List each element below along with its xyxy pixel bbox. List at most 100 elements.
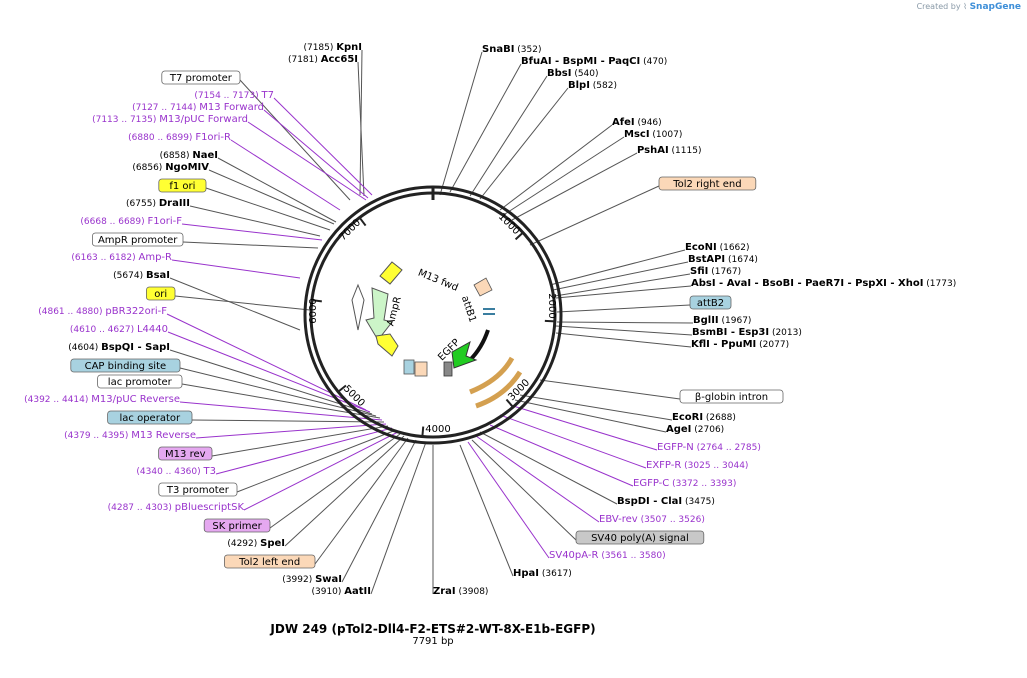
label-ngomiv[interactable]: (6856) NgoMIV <box>132 162 209 173</box>
label-text: EcoNI (1662) <box>685 242 750 253</box>
label-blpi[interactable]: BlpI (582) <box>568 80 617 91</box>
label-lac-operator[interactable]: lac operator <box>107 410 193 425</box>
label-part: - BsoBI <box>751 278 794 289</box>
label-egfp-c[interactable]: EGFP-C (3372 .. 3393) <box>633 478 736 489</box>
label-absi[interactable]: AbsI - AvaI - BsoBI - PaeR7I - PspXI - X… <box>691 278 956 289</box>
label-bglii[interactable]: BglII (1967) <box>693 315 751 326</box>
label-exfp-r[interactable]: EXFP-R (3025 .. 3044) <box>646 460 748 471</box>
feature-box <box>107 410 193 425</box>
label-bspqi[interactable]: (4604) BspQI - SapI <box>68 342 170 353</box>
label-part: (3908) <box>456 587 489 597</box>
feature-label: CAP binding site <box>85 361 167 372</box>
label-sv40-poly-a-signal[interactable]: SV40 poly(A) signal <box>575 530 705 545</box>
label-kfli[interactable]: KflI - PpuMI (2077) <box>691 339 789 350</box>
label-part: (3992) <box>282 575 315 585</box>
label-part: - PaeR7I <box>794 278 844 289</box>
label-part: BsaI <box>146 270 170 281</box>
label-bfuai[interactable]: BfuAI - BspMI - PaqCI (470) <box>521 56 667 67</box>
inner-feature-label-ampr: AmpR <box>385 295 403 327</box>
label-bbsi[interactable]: BbsI (540) <box>547 68 599 79</box>
leader-line <box>341 439 417 583</box>
leader-line <box>247 121 367 201</box>
label-m13-puc-forward[interactable]: (7113 .. 7135) M13/pUC Forward <box>92 114 248 125</box>
feature-box <box>145 286 176 301</box>
label-lac-promoter[interactable]: lac promoter <box>97 374 183 389</box>
label-globin-intron[interactable]: β-globin intron <box>679 389 784 404</box>
label-sfii[interactable]: SfiI (1767) <box>690 266 741 277</box>
label-afei[interactable]: AfeI (946) <box>612 117 662 128</box>
inner-feature-label-m13-fwd: M13 fwd <box>416 268 459 294</box>
leader-line <box>529 185 660 246</box>
label-kpni[interactable]: (7185) KpnI <box>303 42 362 53</box>
label-pshai[interactable]: PshAI (1115) <box>637 145 701 156</box>
label-tol2-right-end[interactable]: Tol2 right end <box>658 176 757 191</box>
label-egfp-n[interactable]: EGFP-N (2764 .. 2785) <box>657 442 761 453</box>
leader-line <box>230 139 341 211</box>
label-agei[interactable]: AgeI (2706) <box>666 424 724 435</box>
label-text: (7113 .. 7135) M13/pUC Forward <box>92 114 248 125</box>
label-ecori[interactable]: EcoRI (2688) <box>672 412 736 423</box>
label-acc65i[interactable]: (7181) Acc65I <box>288 54 358 65</box>
label-hpai[interactable]: HpaI (3617) <box>513 568 572 579</box>
leader-line <box>514 399 667 433</box>
label-msci[interactable]: MscI (1007) <box>624 129 682 140</box>
label-t3[interactable]: (4340 .. 4360) T3 <box>136 466 216 477</box>
leader-line <box>166 313 367 411</box>
label-part: BlpI <box>568 80 590 91</box>
tick-line <box>311 299 322 303</box>
label-ebv-rev[interactable]: EBV-rev (3507 .. 3526) <box>599 514 705 525</box>
label-bsai[interactable]: (5674) BsaI <box>113 270 170 281</box>
label-naei[interactable]: (6858) NaeI <box>160 150 218 161</box>
feature-label: T3 promoter <box>166 485 230 496</box>
label-econi[interactable]: EcoNI (1662) <box>685 242 750 253</box>
label-m13-rev[interactable]: M13 rev <box>158 446 213 461</box>
label-aatii[interactable]: (3910) AatII <box>311 586 371 597</box>
label-part: SnaBI <box>482 44 514 55</box>
label-zrai[interactable]: ZraI (3908) <box>433 586 488 597</box>
leader-line <box>284 435 405 547</box>
feature-label: ori <box>154 289 167 300</box>
label-t3-promoter[interactable]: T3 promoter <box>158 482 238 497</box>
label-part: SV40pA-R <box>549 550 598 561</box>
label-part: EGFP-C <box>633 478 669 489</box>
label-swai[interactable]: (3992) SwaI <box>282 574 342 585</box>
label-draiii[interactable]: (6755) DraIII <box>126 198 190 209</box>
label-part: EBV-rev <box>599 514 638 525</box>
label-snabi[interactable]: SnaBI (352) <box>482 44 541 55</box>
label-m13-reverse[interactable]: (4379 .. 4395) M13 Reverse <box>64 430 196 441</box>
label-pbluescriptsk[interactable]: (4287 .. 4303) pBluescriptSK <box>108 502 245 513</box>
label-m13-forward[interactable]: (7127 .. 7144) M13 Forward <box>132 102 264 113</box>
feature-box <box>70 358 181 373</box>
label-pbr322ori-f[interactable]: (4861 .. 4880) pBR322ori-F <box>38 306 167 317</box>
label-part: (3025 .. 3044) <box>681 461 748 471</box>
label-part: (3617) <box>539 569 572 579</box>
label-spei[interactable]: (4292) SpeI <box>227 538 285 549</box>
label-ori[interactable]: ori <box>145 286 176 301</box>
label-l4440[interactable]: (4610 .. 4627) L4440 <box>70 324 168 335</box>
label-part: (1662) <box>717 243 750 253</box>
label-text: (6755) DraIII <box>126 198 190 209</box>
label-f1ori-r[interactable]: (6880 .. 6899) F1ori-R <box>128 132 231 143</box>
label-part: (7185) <box>303 43 336 53</box>
label-m13-puc-reverse[interactable]: (4392 .. 4414) M13/pUC Reverse <box>24 394 180 405</box>
label-cap-binding-site[interactable]: CAP binding site <box>70 358 181 373</box>
label-part: F1ori-F <box>148 216 183 227</box>
label-t7[interactable]: (7154 .. 7173) T7 <box>194 90 274 101</box>
label-text: (4287 .. 4303) pBluescriptSK <box>108 502 245 513</box>
label-part: EcoNI <box>685 242 717 253</box>
leader-line <box>215 427 393 475</box>
label-amp-r[interactable]: (6163 .. 6182) Amp-R <box>71 252 172 263</box>
label-sk-primer[interactable]: SK primer <box>203 518 271 533</box>
label-tol2-left-end[interactable]: Tol2 left end <box>223 554 316 569</box>
label-f1-ori[interactable]: f1 ori <box>158 178 207 193</box>
label-bspdi[interactable]: BspDI - ClaI (3475) <box>617 496 715 507</box>
label-ampr-promoter[interactable]: AmpR promoter <box>92 232 184 247</box>
label-bsmbi[interactable]: BsmBI - Esp3I (2013) <box>692 327 802 338</box>
label-part: - BspMI <box>552 56 598 67</box>
label-attb2[interactable]: attB2 <box>689 295 732 310</box>
label-sv40pa-r[interactable]: SV40pA-R (3561 .. 3580) <box>549 550 666 561</box>
label-f1ori-f[interactable]: (6668 .. 6689) F1ori-F <box>80 216 182 227</box>
leader-line <box>479 431 618 505</box>
label-bstapi[interactable]: BstAPI (1674) <box>688 254 758 265</box>
label-t7-promoter[interactable]: T7 promoter <box>161 70 241 85</box>
